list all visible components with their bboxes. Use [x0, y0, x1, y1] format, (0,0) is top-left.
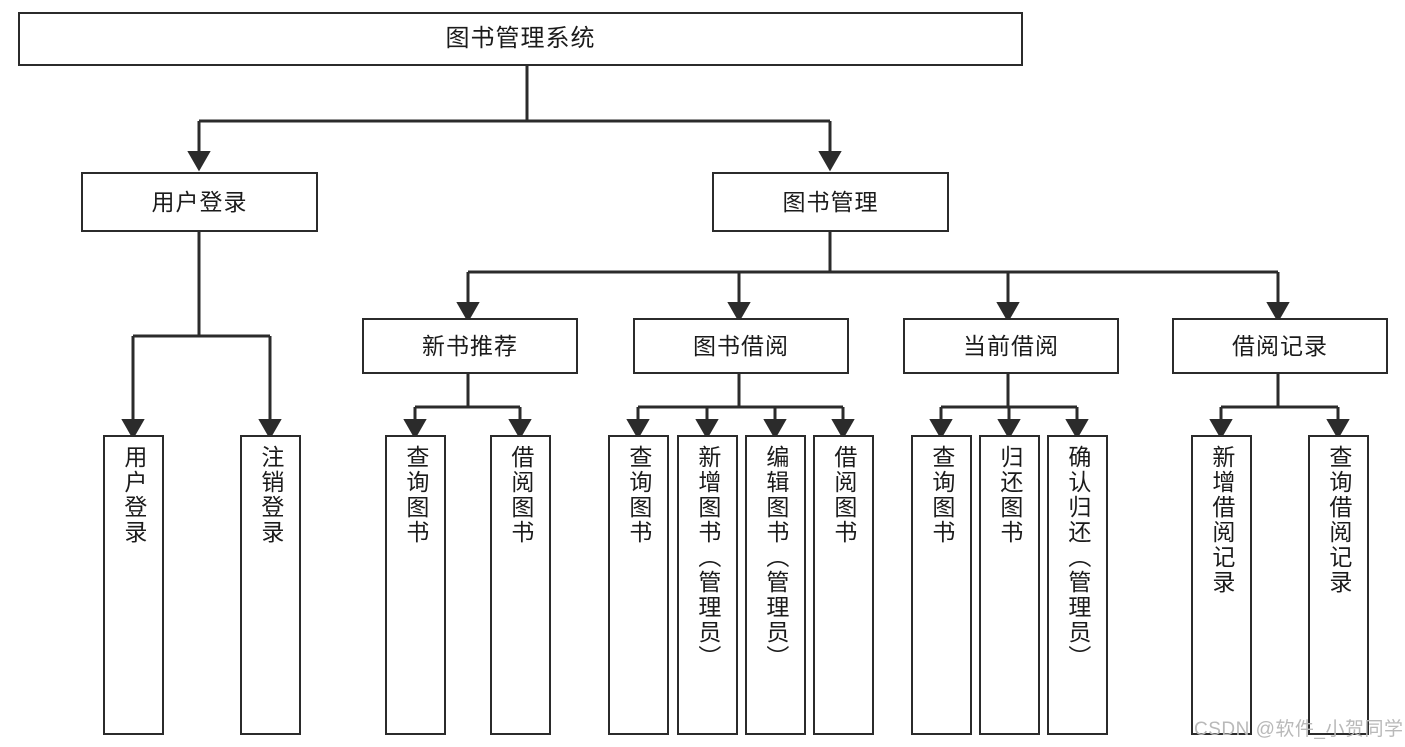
node-label: 新增借阅记录 — [1208, 445, 1235, 595]
node-label: 借阅记录 — [1232, 332, 1328, 359]
node-root-system[interactable]: 图书管理系统 — [18, 12, 1023, 66]
node-borrow-record[interactable]: 借阅记录 — [1172, 318, 1388, 374]
node-label: 确认归还（管理员） — [1064, 445, 1091, 670]
node-leaf-rec-borrow-book[interactable]: 借阅图书 — [490, 435, 551, 735]
node-label: 新增图书（管理员） — [694, 445, 721, 670]
node-leaf-record-add[interactable]: 新增借阅记录 — [1191, 435, 1252, 735]
node-label: 图书借阅 — [693, 332, 789, 359]
node-label: 用户登录 — [151, 188, 248, 215]
node-leaf-record-search[interactable]: 查询借阅记录 — [1308, 435, 1369, 735]
node-book-borrow[interactable]: 图书借阅 — [633, 318, 849, 374]
node-label: 注销登录 — [257, 445, 284, 545]
node-leaf-user-login[interactable]: 用户登录 — [103, 435, 164, 735]
node-leaf-borrow-add-book[interactable]: 新增图书（管理员） — [677, 435, 738, 735]
node-label: 新书推荐 — [422, 332, 518, 359]
node-leaf-user-logout[interactable]: 注销登录 — [240, 435, 301, 735]
node-label: 图书管理 — [782, 188, 879, 215]
node-label: 查询图书 — [625, 445, 652, 545]
node-leaf-borrow-query-book[interactable]: 查询图书 — [608, 435, 669, 735]
node-book-manage[interactable]: 图书管理 — [712, 172, 949, 232]
node-current-borrow[interactable]: 当前借阅 — [903, 318, 1119, 374]
node-label: 归还图书 — [996, 445, 1023, 545]
node-leaf-current-return-book[interactable]: 归还图书 — [979, 435, 1040, 735]
node-label: 当前借阅 — [963, 332, 1059, 359]
csdn-watermark: CSDN @软件_小贺同学 — [1194, 719, 1404, 740]
node-label: 用户登录 — [120, 445, 147, 545]
node-label: 借阅图书 — [507, 445, 534, 545]
node-label: 借阅图书 — [830, 445, 857, 545]
node-leaf-current-query-book[interactable]: 查询图书 — [911, 435, 972, 735]
node-label: 查询借阅记录 — [1325, 445, 1352, 595]
node-label: 编辑图书（管理员） — [762, 445, 789, 670]
node-new-book-recommend[interactable]: 新书推荐 — [362, 318, 578, 374]
node-leaf-rec-query-book[interactable]: 查询图书 — [385, 435, 446, 735]
node-user-login[interactable]: 用户登录 — [81, 172, 318, 232]
node-label: 图书管理系统 — [445, 25, 596, 53]
node-leaf-borrow-edit-book[interactable]: 编辑图书（管理员） — [745, 435, 806, 735]
node-leaf-borrow-lend-book[interactable]: 借阅图书 — [813, 435, 874, 735]
node-label: 查询图书 — [402, 445, 429, 545]
node-leaf-current-confirm-return[interactable]: 确认归还（管理员） — [1047, 435, 1108, 735]
node-label: 查询图书 — [928, 445, 955, 545]
